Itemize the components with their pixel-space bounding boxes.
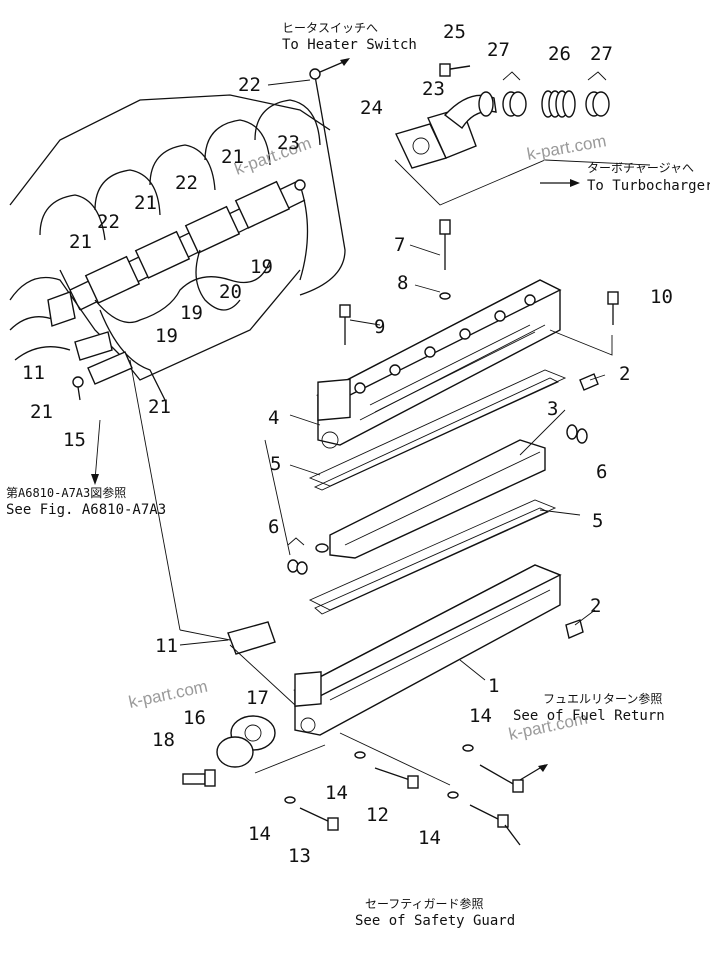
bolts-upper [339, 219, 619, 391]
watermark-text: k-part.com [525, 131, 607, 164]
oring-6b [287, 559, 299, 573]
washer-14b [354, 751, 366, 759]
callout: 18 [152, 729, 175, 751]
reference-notes: ヒータスイッチへ To Heater Switch ターボチャージャへ To T… [6, 21, 710, 929]
callout: 4 [268, 407, 279, 429]
cover-16 [216, 736, 254, 768]
callout: 15 [63, 429, 86, 451]
callout: 1 [488, 675, 499, 697]
turbocharger-note-en: To Turbocharger [587, 178, 710, 194]
callout: 19 [250, 256, 273, 278]
heater-switch-note-jp: ヒータスイッチへ [282, 21, 378, 35]
manifold-upper-4 [315, 279, 562, 449]
bellows-26 [562, 90, 576, 118]
callout: 13 [288, 845, 311, 867]
bolt-18 [182, 773, 206, 785]
safety-guard-note-en: See of Safety Guard [355, 913, 515, 929]
callout: 25 [443, 21, 466, 43]
callout: 20 [219, 281, 242, 303]
manifold-lower-1 [293, 564, 584, 736]
bolts-lower [182, 621, 548, 846]
callout: 23 [422, 78, 445, 100]
callout: 11 [22, 362, 45, 384]
callout: 14 [418, 827, 441, 849]
callout: 17 [246, 687, 269, 709]
callout: 12 [366, 804, 389, 826]
callout: 21 [69, 231, 92, 253]
figure-ref-note-jp: 第A6810-A7A3図参照 [6, 485, 126, 500]
callout: 14 [248, 823, 271, 845]
leader-lines [91, 79, 606, 706]
turbocharger-note-jp: ターボチャージャへ [587, 161, 694, 175]
callout: 22 [97, 211, 120, 233]
callout: 6 [596, 461, 607, 483]
fuel-return-note-en: See of Fuel Return [513, 708, 665, 724]
washer-8 [439, 292, 451, 300]
engine-block [9, 94, 331, 401]
callout: 3 [547, 398, 558, 420]
callout: 21 [134, 192, 157, 214]
bolt-9 [339, 304, 351, 318]
bolt-7 [439, 219, 451, 235]
callout: 5 [592, 510, 603, 532]
heater-switch-note-en: To Heater Switch [282, 37, 417, 53]
gaskets-and-cooler [287, 369, 588, 615]
cooler-3 [329, 439, 546, 559]
callout: 5 [270, 453, 281, 475]
callout: 14 [325, 782, 348, 804]
gasket-5b [308, 499, 557, 611]
callout: 23 [277, 132, 300, 154]
fuel-return-note-jp: フュエルリターン参照 [543, 691, 662, 706]
callout: 27 [590, 43, 613, 65]
callout: 16 [183, 707, 206, 729]
bolt-10 [607, 291, 619, 305]
bolt-13 [327, 817, 339, 831]
callout: 6 [268, 516, 279, 538]
callout: 27 [487, 39, 510, 61]
turbo-connection [394, 63, 651, 206]
callout: 19 [180, 302, 203, 324]
washer-14c [447, 791, 459, 799]
callout: 22 [175, 172, 198, 194]
oring-6a [566, 424, 578, 440]
figure-ref-note-en: See Fig. A6810-A7A3 [6, 502, 166, 518]
callout: 21 [30, 401, 53, 423]
callout: 11 [155, 635, 178, 657]
plug-2b [565, 619, 584, 639]
bolt-12 [407, 775, 419, 789]
callout: 10 [650, 286, 673, 308]
callout: 7 [394, 234, 405, 256]
callout: 22 [238, 74, 261, 96]
callout: 19 [155, 325, 178, 347]
callout: 21 [221, 146, 244, 168]
washer-14a [284, 796, 296, 804]
callout: 2 [590, 595, 601, 617]
callout: 24 [360, 97, 383, 119]
callout: 8 [397, 272, 408, 294]
washer-14d [462, 744, 474, 752]
callout: 26 [548, 43, 571, 65]
callout: 2 [619, 363, 630, 385]
plate-11 [227, 621, 276, 655]
heater-wires [294, 58, 350, 296]
callout-numbers: 1 2 2 3 4 5 5 6 6 7 8 9 10 11 11 12 13 1… [22, 21, 673, 867]
safety-guard-note-jp: セーフティガード参照 [365, 896, 484, 911]
plug-2a [579, 373, 599, 391]
callout: 21 [148, 396, 171, 418]
callout: 14 [469, 705, 492, 727]
watermark-text: k-part.com [232, 133, 314, 178]
callout: 9 [374, 316, 385, 338]
